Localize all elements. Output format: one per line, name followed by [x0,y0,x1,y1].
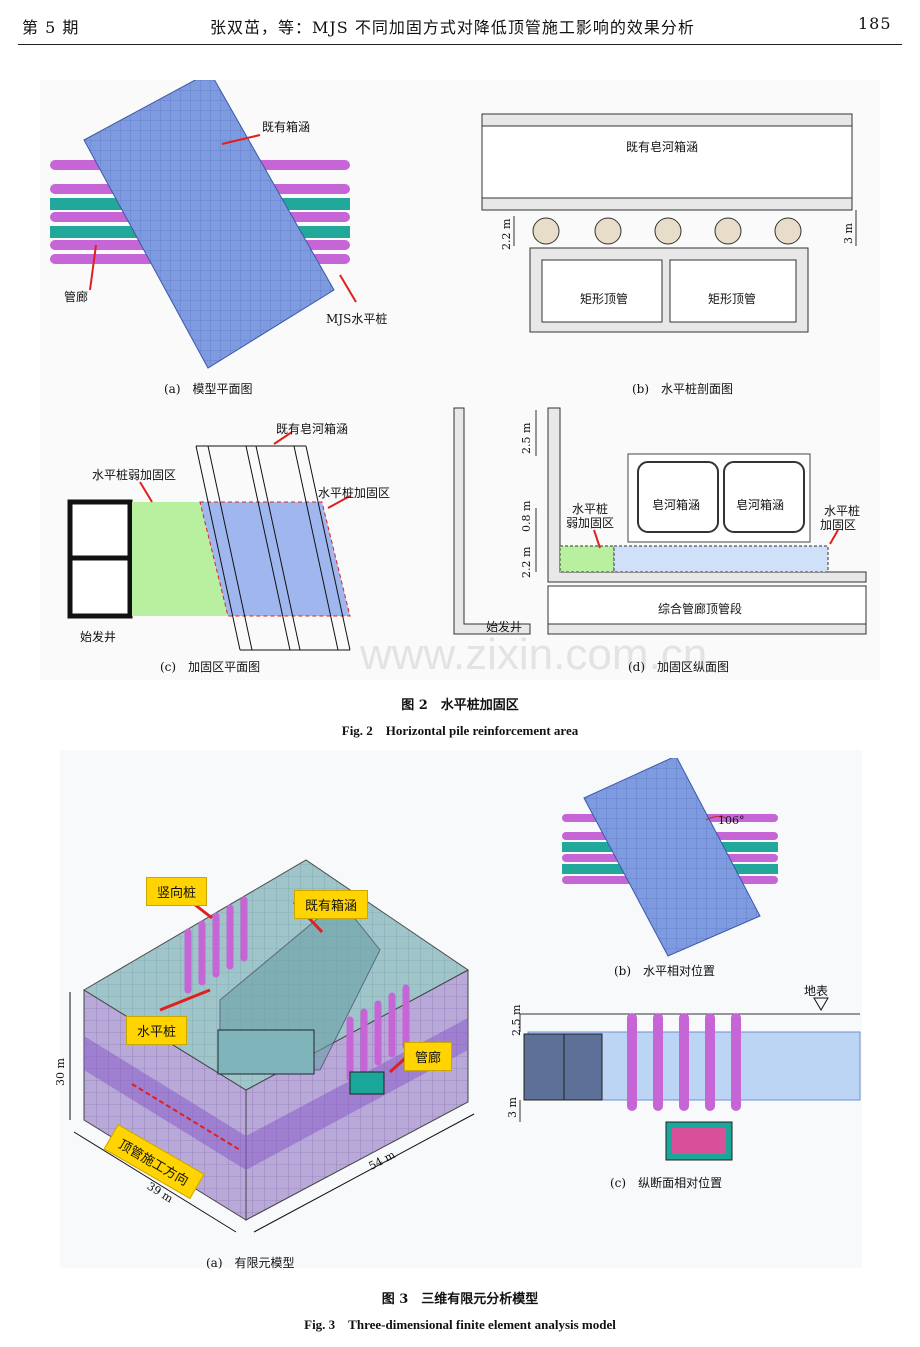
piles-section [627,1013,741,1111]
arrow [89,244,97,291]
fig3a-caption: (a) 有限元模型 [206,1256,295,1270]
fig3b-caption: (b) 水平相对位置 [614,964,716,978]
arrow [221,134,261,145]
issue-number: 第 5 期 [22,18,80,37]
header-rule [18,44,902,45]
label-strong-d-2: 加固区 [820,518,857,532]
dim-3m: 3 m [842,223,855,244]
label-zaohe-culvert-c: 既有皂河箱涵 [276,422,349,436]
launch-shaft [67,499,133,619]
label-strong-zone: 水平桩加固区 [318,486,391,500]
label-strong-d-1: 水平桩 [824,504,861,518]
label-weak-zone: 水平桩弱加固区 [92,468,177,482]
label-launch-shaft-c: 始发井 [80,630,117,644]
fig3a-drawing [69,859,475,1233]
fig2d-caption: (d) 加固区纵面图 [628,660,730,674]
label-rect-pipe-1: 矩形顶管 [580,292,629,306]
label-zaohe-2: 皂河箱涵 [736,498,785,512]
watermark: www.zixin.com.cn [360,630,708,679]
dim-2-5m-c: 2.5 m [510,1004,523,1036]
fig3c-drawing [519,997,861,1161]
label-launch-shaft-d: 始发井 [486,620,523,634]
dim-0-8m: 0.8 m [520,500,533,532]
fig2-caption-en: Fig. 2 Horizontal pile reinforcement are… [341,723,579,738]
fig2d-drawing [453,407,867,635]
fig3c-caption: (c) 纵断面相对位置 [610,1176,723,1190]
running-title: 张双茁，等：MJS 不同加固方式对降低顶管施工影响的效果分析 [210,18,695,37]
label-weak-d-1: 水平桩 [572,502,609,516]
page-number: 185 [858,14,892,33]
label-ground-surface: 地表 [804,984,829,998]
arrow [339,274,357,303]
label-rect-pipe-2: 矩形顶管 [708,292,757,306]
fig2b-caption: (b) 水平桩剖面图 [632,382,734,396]
dim-30m: 30 m [54,1058,67,1086]
label-existing-box: 既有箱涵 [262,120,311,134]
fig2a-drawing [50,80,357,369]
dim-2-2m-d: 2.2 m [520,546,533,578]
gallery-3d [349,1071,385,1095]
fig2b-drawing [481,113,857,333]
label-zaohe-1: 皂河箱涵 [652,498,701,512]
fig3-caption-en: Fig. 3 Three-dimensional finite element … [304,1317,616,1332]
box-culvert-face [217,1029,315,1075]
culvert-outline [195,445,351,651]
fig2c-caption: (c) 加固区平面图 [160,660,261,674]
vertical-piles [184,896,410,1082]
label-gallery-pipe-section: 综合管廊顶管段 [658,602,743,616]
gallery-cells [672,1128,726,1154]
dim-3m-c: 3 m [506,1097,519,1118]
tag-vertical-pile: 竖向桩 [146,877,208,906]
dim-2-5m: 2.5 m [520,422,533,454]
label-zaohe-culvert: 既有皂河箱涵 [626,140,699,154]
box-culvert-mesh [83,80,335,369]
label-weak-d-2: 弱加固区 [566,516,615,530]
tag-existing-box: 既有箱涵 [294,890,369,919]
weak-zone [132,502,228,616]
label-gallery: 管廊 [64,290,89,304]
tag-gallery: 管廊 [404,1042,453,1071]
fig3-caption-cn: 图 3 三维有限元分析模型 [381,1292,539,1307]
label-mjs-pile: MJS水平桩 [326,312,388,326]
fig2a-caption: (a) 模型平面图 [164,382,253,396]
box-culvert-mesh-b [583,758,761,957]
angle-label: 106° [718,814,745,827]
box-section [523,1033,603,1101]
fig2c-drawing [67,431,351,651]
tag-horizontal-pile: 水平桩 [126,1016,188,1045]
fig3b-drawing [562,758,778,957]
soft-layer [84,1018,468,1170]
fig2-caption-cn: 图 2 水平桩加固区 [401,698,519,713]
dim-2-2m: 2.2 m [500,218,513,250]
pile-circles [532,217,802,245]
